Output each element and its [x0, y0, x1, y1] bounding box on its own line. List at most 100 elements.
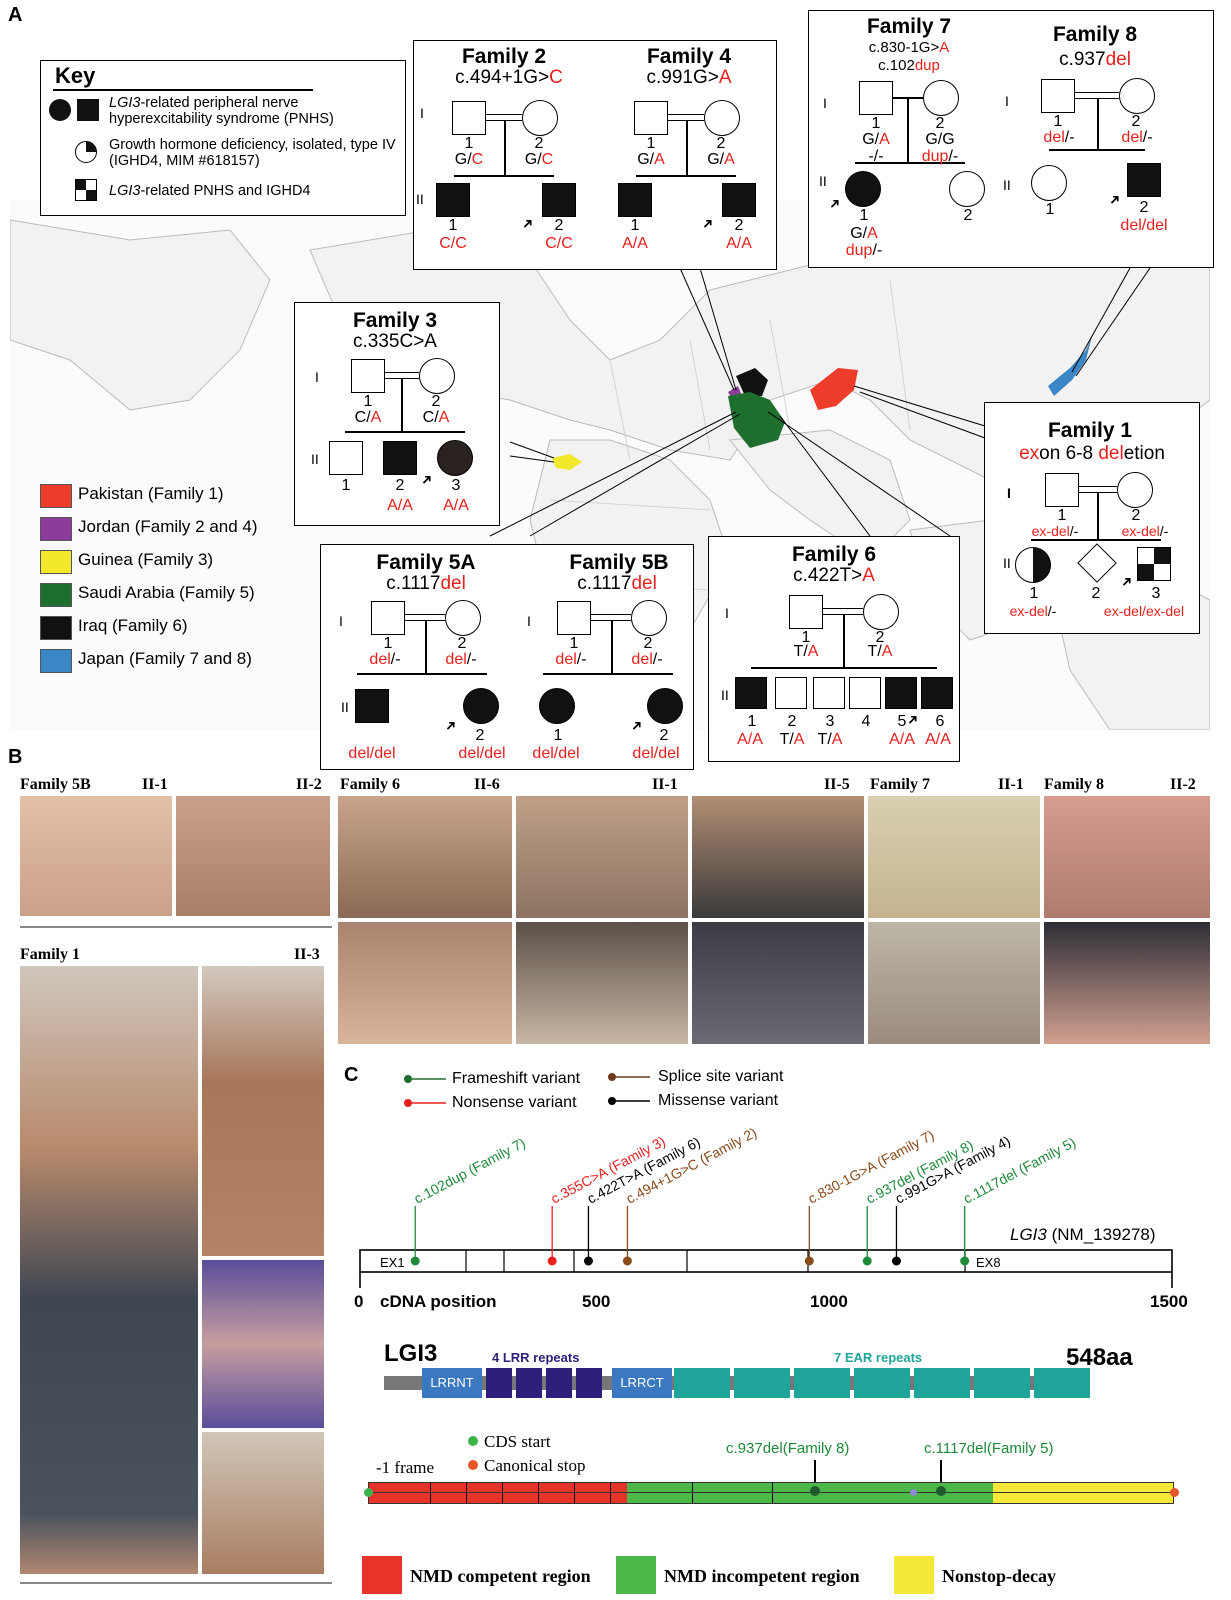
genotype: G/Gdup/- — [915, 131, 965, 165]
ear-domain — [854, 1368, 910, 1398]
f4-ii2 — [722, 183, 756, 217]
f5b-ii2 — [647, 688, 683, 724]
descent-line — [1097, 99, 1099, 149]
f6-ii2 — [775, 677, 807, 709]
descent-line — [611, 621, 613, 673]
variant-dot — [892, 1257, 901, 1266]
axis-label: cDNA position — [380, 1292, 496, 1311]
photo-label: II-5 — [824, 776, 850, 794]
key-underline — [53, 89, 313, 91]
f1-father — [1045, 473, 1079, 507]
photo-f6-ii5-hands — [692, 922, 864, 1044]
genotype: C/C — [428, 235, 478, 252]
divider — [20, 1582, 332, 1584]
photo-label: Family 6 — [340, 776, 400, 794]
gen-i: I — [527, 613, 531, 629]
family-5-box: Family 5A c.1117del Family 5B c.1117del … — [320, 544, 694, 770]
panel-c-label: C — [344, 1064, 358, 1087]
genotype: G/A-/- — [851, 131, 901, 165]
genotype: C/A — [343, 409, 393, 426]
gen-ii: II — [311, 451, 319, 467]
proband-arrow-icon: ➜ — [417, 469, 437, 489]
variant-marks: c.102dup (Family 7)c.355C>A (Family 3)c.… — [411, 1124, 1079, 1265]
lrr-domain — [486, 1368, 512, 1398]
genotype: C/A — [411, 409, 461, 426]
gene-bar — [360, 1250, 1172, 1272]
legend-saudi: Saudi Arabia (Family 5) — [78, 583, 255, 603]
sibship-line — [636, 175, 736, 177]
legend-swatch-saudi — [40, 583, 72, 607]
f8-ii1 — [1031, 165, 1067, 201]
gene-diagram: EX1 EX8 LGI3 (NM_139278) 0 cDNA position… — [350, 1120, 1210, 1320]
ear-domain — [674, 1368, 730, 1398]
f7-ii1 — [845, 171, 881, 207]
sibship-line — [357, 673, 487, 675]
legend-pakistan: Pakistan (Family 1) — [78, 484, 223, 504]
tick-500: 500 — [582, 1292, 610, 1311]
frame-divider — [538, 1482, 539, 1504]
variant-dot — [548, 1257, 557, 1266]
gen-ii: II — [416, 191, 424, 207]
genotype: G/C — [444, 151, 494, 168]
photo-f6-ii1-hands — [516, 922, 688, 1044]
genotype: del/- — [431, 651, 491, 668]
id: 2 — [544, 217, 574, 235]
genotype: A/A — [375, 497, 425, 514]
lrr-domain — [516, 1368, 542, 1398]
legend-swatch-guinea — [40, 550, 72, 574]
f2-father — [452, 101, 486, 135]
proband-arrow-icon: ➜ — [1117, 571, 1137, 591]
variant-dot-icon — [936, 1486, 946, 1496]
variant-dot — [584, 1257, 593, 1266]
descent-line — [1097, 493, 1099, 539]
f1-ii2-diamond — [1077, 543, 1117, 583]
family-5a-variant: c.1117del — [361, 573, 491, 595]
genotype: T/A — [855, 643, 905, 660]
photo-label: II-3 — [294, 946, 320, 964]
photo-f5b-ii1 — [20, 796, 172, 916]
legend-swatch-japan — [40, 649, 72, 673]
splice-legend-icon — [606, 1068, 652, 1108]
f1-ii1 — [1015, 547, 1051, 583]
f3-ii3 — [437, 440, 473, 476]
genotype: A/A — [431, 497, 481, 514]
divider — [20, 926, 332, 928]
f5a-mother — [445, 600, 481, 636]
key-item-ighd4: Growth hormone deficiency, isolated, typ… — [109, 137, 399, 169]
frameshift-legend-icon — [402, 1070, 448, 1110]
family-3-variant: c.335C>A — [325, 331, 465, 353]
genotype: A/A — [610, 235, 660, 252]
gen-ii: II — [1003, 177, 1011, 193]
family-2-variant: c.494+1G>C — [424, 67, 594, 89]
frame-divider — [692, 1482, 693, 1504]
legend-japan: Japan (Family 7 and 8) — [78, 649, 252, 669]
genotype: del/- — [1109, 129, 1165, 146]
id: 2 — [777, 713, 807, 731]
nonstop-label: Nonstop-decay — [942, 1566, 1056, 1587]
gen-i: I — [1005, 93, 1009, 109]
descent-line — [504, 121, 506, 175]
id: 1 — [1019, 585, 1049, 603]
f5b-father — [557, 601, 591, 635]
f7-mother — [923, 80, 959, 116]
photo-f1-ii3-hand — [202, 1260, 324, 1428]
id: 2 — [385, 477, 415, 495]
f3-father — [351, 359, 385, 393]
proband-arrow-icon: ➜ — [518, 213, 538, 233]
genotype: ex-del/- — [1105, 523, 1185, 540]
variant-dot — [805, 1257, 814, 1266]
both-square-icon — [75, 179, 97, 201]
consanguinity-line — [486, 114, 522, 121]
id: 1 — [543, 727, 573, 745]
genotype: del/- — [1031, 129, 1087, 146]
genotype: A/A — [917, 731, 959, 748]
f3-mother — [419, 358, 455, 394]
protein-name: LGI3 — [384, 1340, 437, 1368]
photo-f1-ii3-feet — [202, 1432, 324, 1574]
photo-label: Family 8 — [1044, 776, 1104, 794]
consanguinity-line — [385, 372, 419, 379]
family-7-variant: c.830-1G>A — [839, 39, 979, 56]
proband-arrow-icon: ➜ — [825, 193, 845, 213]
consanguinity-line — [1079, 486, 1117, 493]
tick-1000: 1000 — [810, 1292, 848, 1311]
